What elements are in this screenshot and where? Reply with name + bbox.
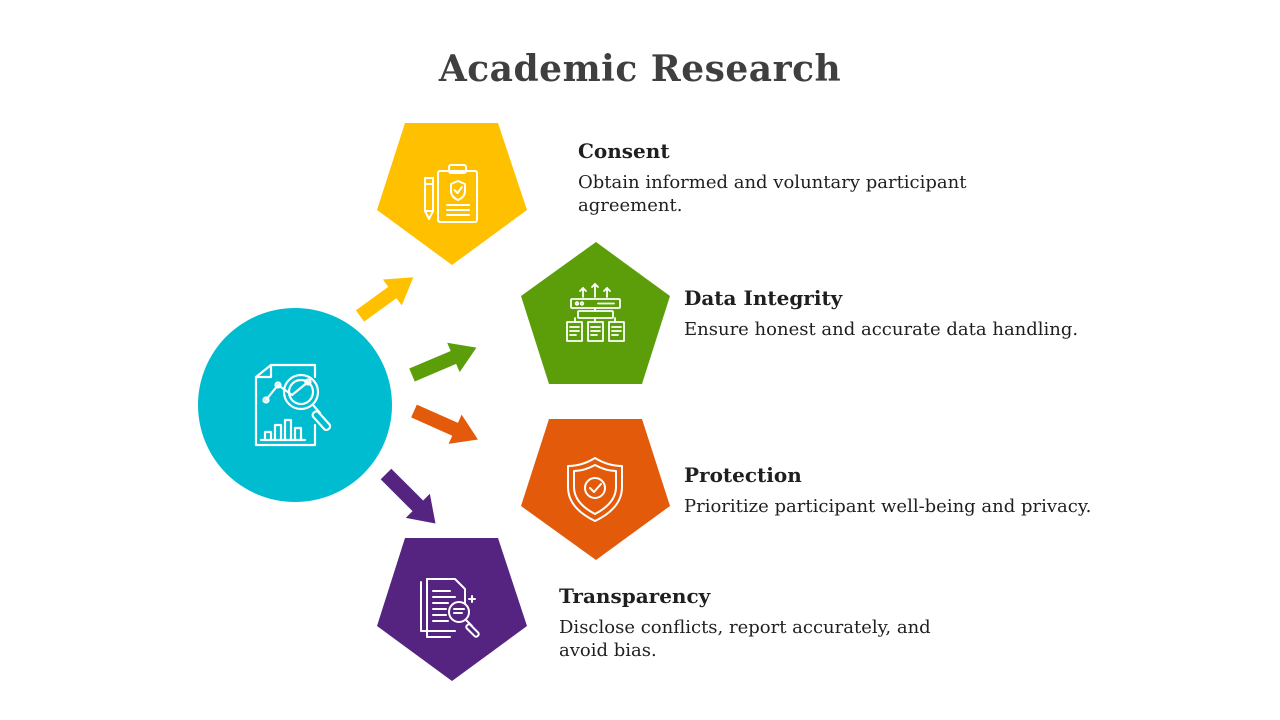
data-integrity-pentagon [521, 242, 670, 384]
clipboard-shield-icon [424, 164, 478, 223]
arrow-to-data-integrity [409, 342, 477, 382]
transparency-text-block: Transparency Disclose conflicts, report … [559, 584, 939, 662]
center-circle [198, 308, 392, 502]
consent-description: Obtain informed and voluntary participan… [578, 172, 967, 216]
transparency-pentagon [377, 538, 527, 681]
data-integrity-heading: Data Integrity [684, 286, 843, 310]
protection-text-block: Protection Prioritize participant well-b… [684, 463, 1104, 518]
arrow-to-consent [355, 277, 414, 322]
data-integrity-description: Ensure honest and accurate data handling… [684, 319, 1079, 340]
protection-description: Prioritize participant well-being and pr… [684, 496, 1092, 517]
shield-check-icon [567, 457, 623, 522]
page-title: Academic Research [438, 48, 842, 90]
protection-heading: Protection [684, 463, 802, 487]
data-integrity-text-block: Data Integrity Ensure honest and accurat… [684, 286, 1104, 341]
consent-heading: Consent [578, 139, 670, 163]
transparency-description: Disclose conflicts, report accurately, a… [559, 617, 931, 661]
data-server-icon [566, 283, 625, 342]
research-report-magnifier-icon [254, 363, 332, 447]
transparency-heading: Transparency [559, 584, 711, 608]
arrow-to-protection [411, 404, 478, 444]
arrow-to-transparency [380, 468, 436, 524]
document-search-icon [420, 578, 480, 638]
consent-text-block: Consent Obtain informed and voluntary pa… [578, 139, 978, 217]
